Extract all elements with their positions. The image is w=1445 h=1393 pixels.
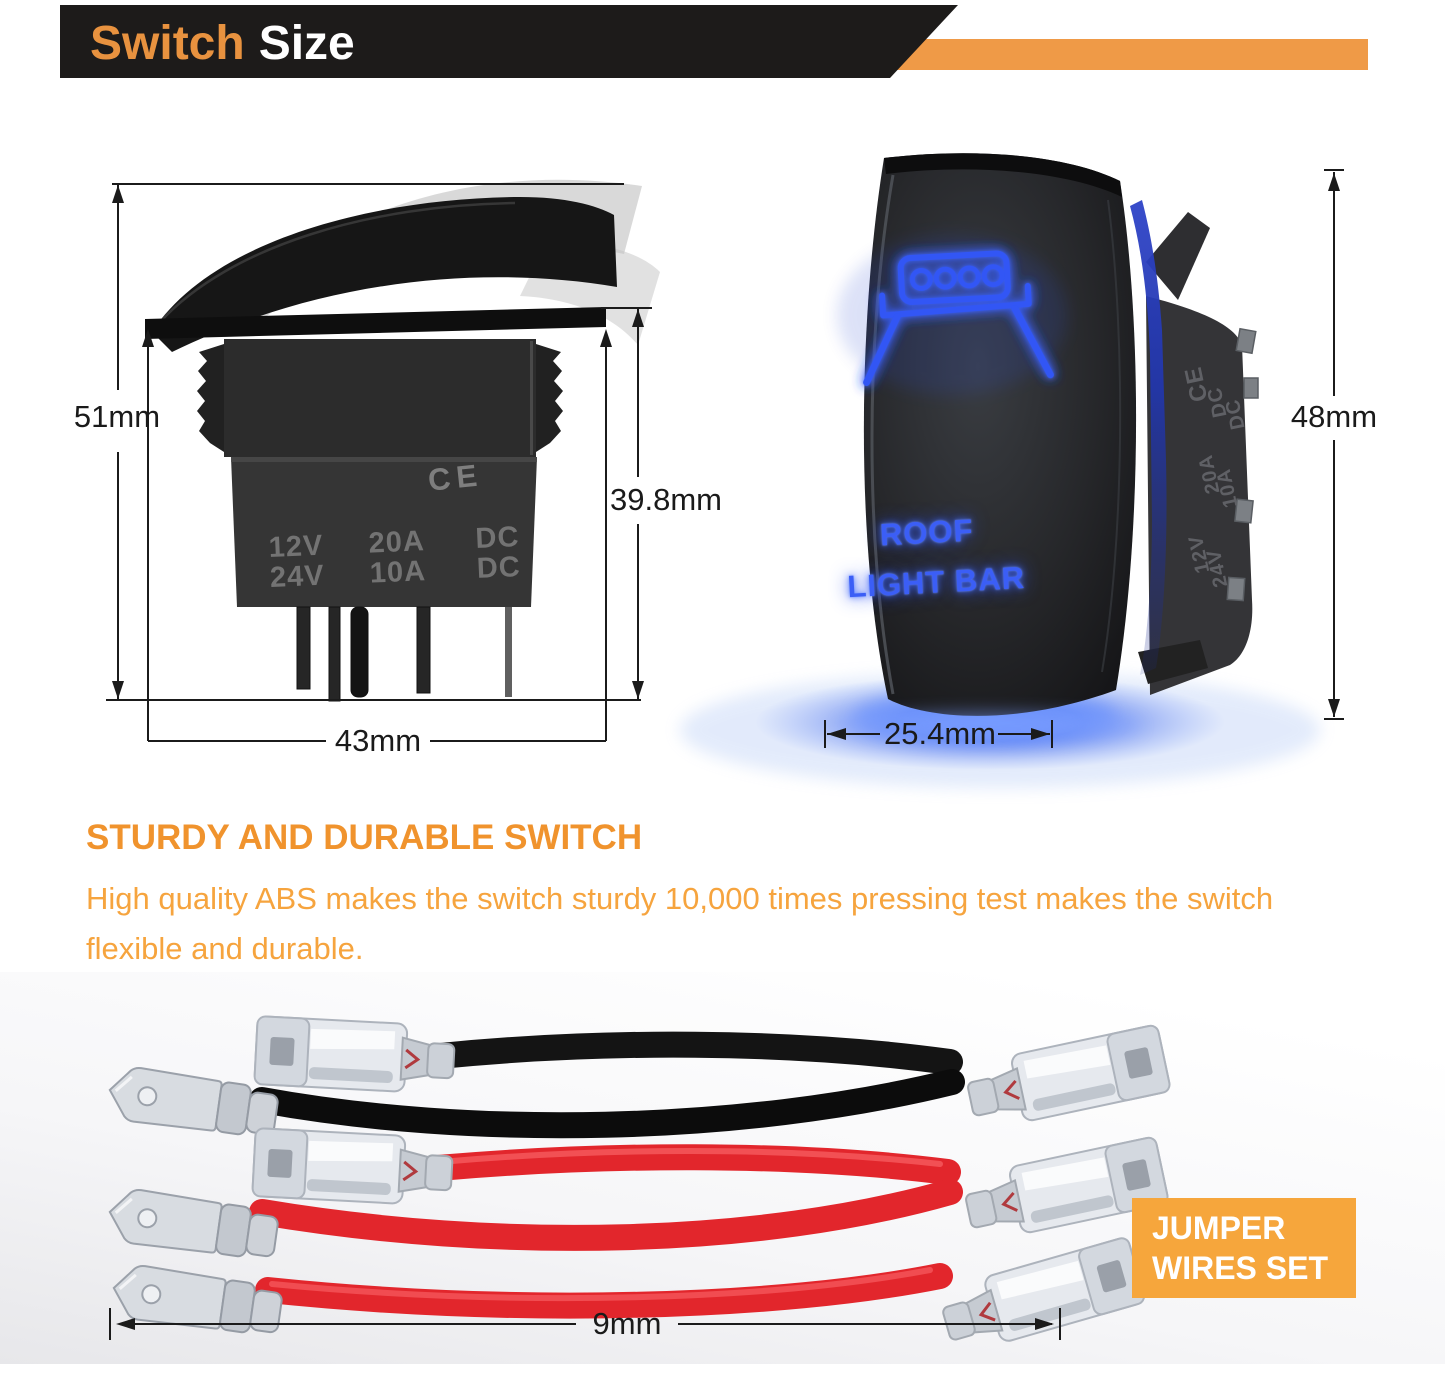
dim-label-body-width: 43mm <box>334 723 422 758</box>
rating-type-2: DC <box>476 551 522 585</box>
jumper-wires-label-line1: JUMPER <box>1152 1210 1286 1246</box>
rating-current-1: 20A <box>367 525 426 560</box>
jumper-wires-photo <box>104 1014 1173 1358</box>
dim-label-wire-length: 9mm <box>592 1306 662 1341</box>
wire-length-dimension-line <box>109 1308 1061 1340</box>
feature-description: High quality ABS makes the switch sturdy… <box>86 881 1274 966</box>
blue-edge-stripe <box>1130 200 1167 675</box>
banner-accent-bar <box>845 39 1368 70</box>
right-switch-photo <box>680 153 1320 788</box>
rating-voltage-1: 12V <box>268 529 324 564</box>
page-title-accent: Switch <box>90 17 245 70</box>
dim-label-right-height: 48mm <box>1290 399 1378 434</box>
led-legend-line1: ROOF <box>879 512 975 553</box>
right-switch-dimension-lines <box>824 169 1344 748</box>
left-switch-illustration <box>145 179 660 702</box>
page-title-rest: Size <box>258 17 355 70</box>
rating-voltage-2: 24V <box>269 559 326 594</box>
dim-label-body-height: 39.8mm <box>610 482 722 517</box>
rating-markings: 12V 20A DC 24V 10A DC <box>268 519 557 594</box>
jumper-wires-label: JUMPER WIRES SET <box>1132 1198 1356 1298</box>
led-legend: ROOF LIGHT BAR <box>843 504 1026 612</box>
dim-label-rocker-width: 25.4mm <box>884 716 996 751</box>
left-switch-dimension-lines <box>106 183 652 742</box>
ce-mark: CE <box>426 457 485 498</box>
side-terminals <box>1226 327 1259 602</box>
switch-pins <box>296 606 512 702</box>
roof-light-bar-icon <box>863 250 1054 386</box>
rating-type-1: DC <box>474 521 521 555</box>
dim-label-total-height: 51mm <box>73 399 161 434</box>
jumper-wires-label-line2: WIRES SET <box>1152 1250 1329 1286</box>
led-legend-line2: LIGHT BAR <box>846 559 1026 605</box>
rating-current-2: 10A <box>369 555 427 590</box>
feature-heading: STURDY AND DURABLE SWITCH <box>86 818 643 857</box>
